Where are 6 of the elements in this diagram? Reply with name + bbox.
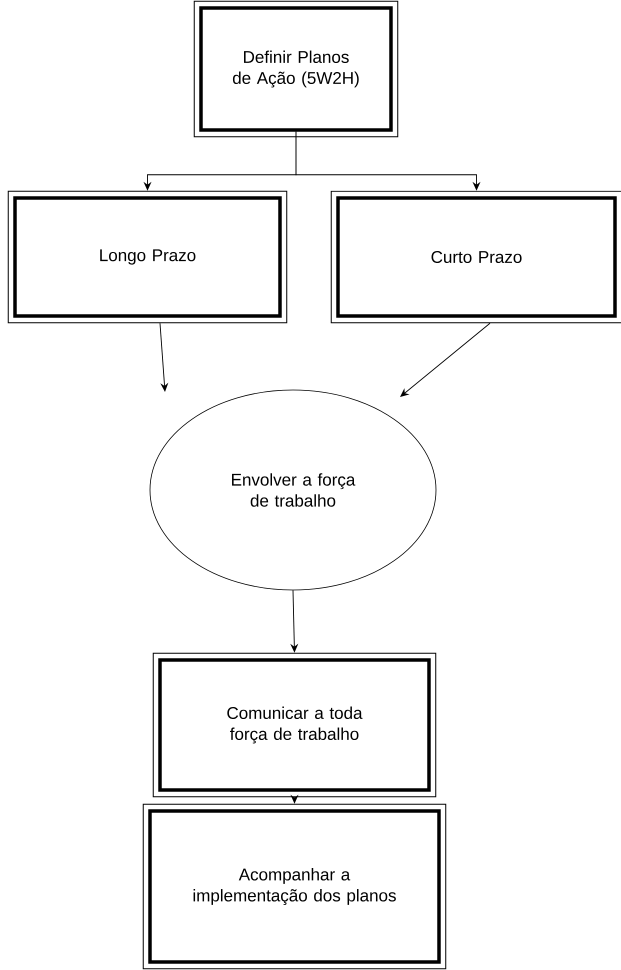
process-box: Acompanhar a implementação dos planos [142,804,446,970]
process-box: Curto Prazo [330,190,621,324]
process-box: Comunicar a toda força de trabalho [152,652,436,798]
arrow [400,322,490,397]
process-box: Longo Prazo [8,190,288,324]
process-box: Definir Planos de Ação (5W2H) [194,0,398,138]
